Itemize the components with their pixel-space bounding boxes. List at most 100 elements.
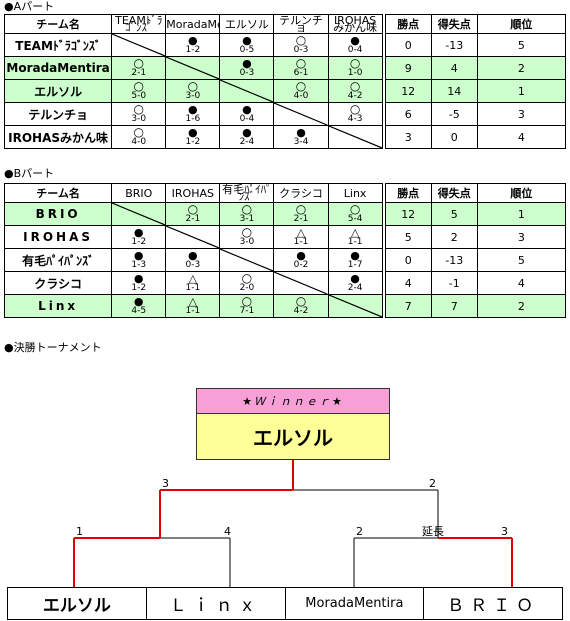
- team-points: 6: [384, 102, 432, 126]
- result-stack: ○3-0: [221, 225, 273, 247]
- result-stack: ●1-2: [167, 127, 219, 147]
- team-rank: 1: [476, 202, 567, 226]
- result-stack: ●0-2: [275, 249, 327, 270]
- result-stack: ●2-4: [329, 272, 381, 293]
- result-stack: ○2-1: [167, 202, 219, 224]
- result-mark-icon: ○: [133, 79, 144, 93]
- result-mark-icon: ○: [349, 79, 361, 93]
- team-name: BRIO: [3, 202, 113, 226]
- result-stack: ●4-5: [113, 296, 165, 316]
- result-mark-icon: ○: [295, 79, 307, 93]
- team-goal-diff: -1: [430, 271, 478, 295]
- team-rank: 2: [476, 294, 567, 318]
- result-score: 0-2: [293, 260, 309, 270]
- result-score: 2-4: [347, 283, 363, 293]
- result-stack: ○4-3: [329, 102, 381, 124]
- result-mark-icon: ●: [350, 272, 360, 285]
- team-name: クラシコ: [3, 271, 113, 295]
- result-mark-icon: △: [296, 226, 306, 239]
- result-score: 3-0: [131, 114, 147, 124]
- team-name: MoradaMentira: [3, 56, 113, 80]
- team-goal-diff: 7: [430, 294, 478, 318]
- semi-left-score-left: 1: [76, 525, 83, 538]
- match-result: ●0-4: [327, 33, 383, 57]
- match-result: ●4-5: [111, 294, 167, 318]
- part-a-title: ●Aパート: [4, 0, 55, 13]
- diagonal-cell: [165, 56, 221, 80]
- tournament-team-2: Ｌｉｎｘ: [147, 588, 286, 619]
- match-result: ●1-3: [111, 248, 167, 272]
- result-stack: ○4-2: [275, 294, 327, 316]
- result-mark-icon: ○: [295, 294, 307, 308]
- result-stack: ●3-4: [275, 126, 327, 147]
- diagonal-cell: [273, 271, 329, 295]
- team-rank: 2: [476, 56, 567, 80]
- result-mark-icon: ○: [349, 102, 361, 116]
- result-score: 1-1: [293, 237, 309, 247]
- result-mark-icon: ●: [350, 34, 360, 47]
- result-mark-icon: ●: [242, 57, 252, 70]
- result-score: 0-4: [347, 45, 363, 55]
- team-rank: 5: [476, 248, 567, 272]
- result-score: 1-2: [185, 137, 201, 147]
- result-score: 4-5: [131, 306, 147, 316]
- result-score: 6-1: [293, 68, 309, 78]
- result-stack: △1-1: [275, 226, 327, 247]
- result-stack: ●1-6: [167, 103, 219, 124]
- result-mark-icon: ○: [349, 56, 361, 70]
- diagonal-cell: [327, 125, 383, 149]
- result-score: 5-0: [131, 91, 147, 101]
- result-stack: ○3-0: [167, 79, 219, 101]
- result-stack: ○3-0: [113, 104, 165, 124]
- result-score: 4-0: [131, 137, 147, 147]
- team-rank: 4: [476, 125, 567, 149]
- result-mark-icon: ●: [242, 103, 252, 116]
- result-stack: ○6-1: [275, 58, 327, 78]
- result-mark-icon: ○: [187, 202, 199, 216]
- result-stack: ○7-1: [221, 294, 273, 316]
- result-score: 0-3: [239, 68, 255, 78]
- result-score: 2-0: [239, 283, 255, 293]
- diagonal-line: [329, 126, 382, 148]
- result-score: 1-2: [131, 283, 147, 293]
- result-mark-icon: ○: [133, 125, 144, 139]
- diagonal-line: [166, 57, 219, 79]
- team-points: 12: [384, 79, 432, 103]
- result-mark-icon: ○: [187, 79, 199, 93]
- result-score: 2-4: [239, 137, 255, 147]
- team-name: IROHASみかん味: [3, 125, 113, 149]
- result-mark-icon: ●: [188, 103, 198, 116]
- result-score: 1-7: [347, 260, 363, 270]
- result-score: 4-0: [293, 91, 309, 101]
- winner-box: ★Ｗｉｎｎｅｒ★ エルソル: [196, 388, 390, 460]
- diagonal-cell: [273, 102, 329, 126]
- match-result: △1-1: [327, 225, 383, 249]
- team-rank: 3: [476, 102, 567, 126]
- match-result: ○6-1: [273, 56, 329, 80]
- match-result: ○4-2: [273, 294, 329, 318]
- result-stack: ●0-3: [167, 250, 219, 270]
- final-score-right: 2: [429, 477, 436, 490]
- result-mark-icon: ●: [296, 249, 306, 262]
- result-stack: ○5-0: [113, 79, 165, 101]
- diagonal-line: [220, 80, 273, 102]
- result-score: 1-2: [185, 45, 201, 55]
- result-score: 1-6: [185, 114, 201, 124]
- match-result: ○5-0: [111, 79, 167, 103]
- team-points: 7: [384, 294, 432, 318]
- team-name: テルンチョ: [3, 102, 113, 126]
- team-points: 9: [384, 56, 432, 80]
- result-mark-icon: ○: [241, 225, 253, 239]
- result-mark-icon: ●: [296, 126, 306, 139]
- result-mark-icon: ○: [241, 294, 253, 308]
- result-stack: ●0-5: [221, 35, 273, 55]
- result-stack: ●1-2: [113, 272, 165, 293]
- result-mark-icon: ●: [133, 272, 144, 285]
- team-goal-diff: 14: [430, 79, 478, 103]
- result-score: 0-3: [293, 45, 309, 55]
- match-result: ●0-5: [219, 33, 275, 57]
